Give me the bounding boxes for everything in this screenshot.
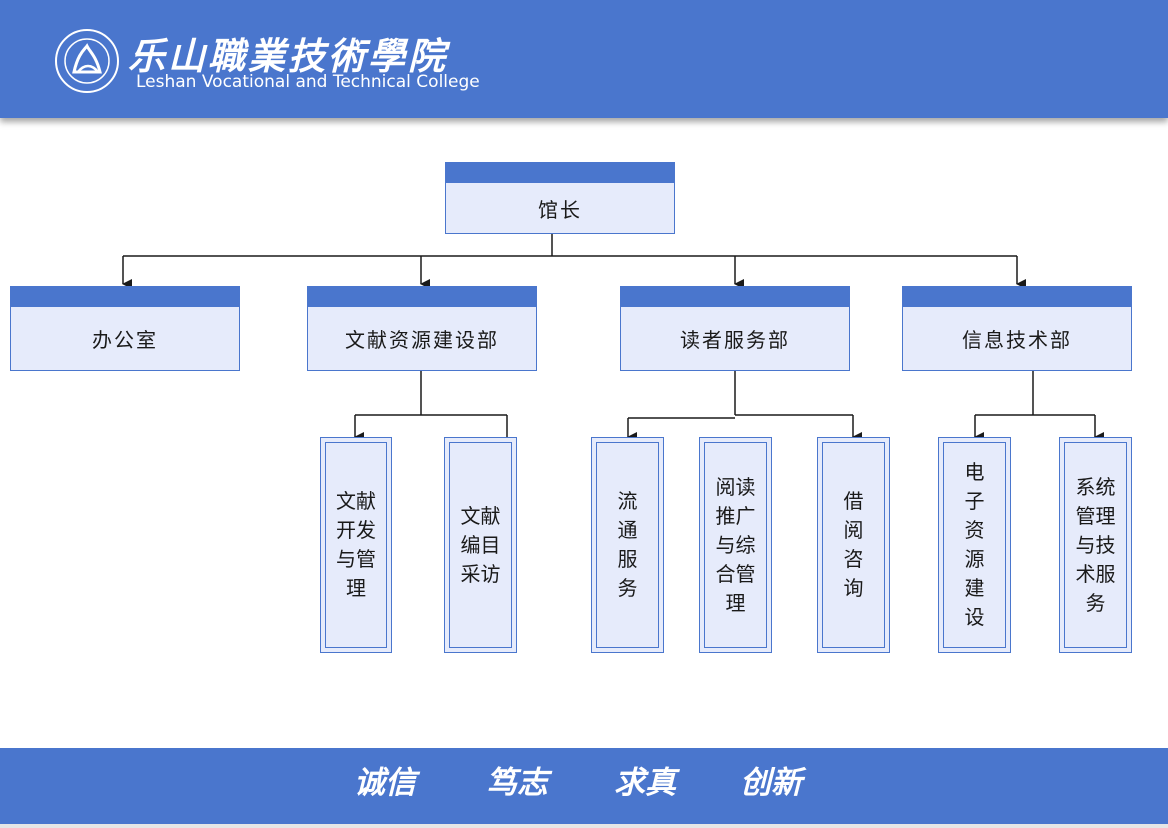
box-header-bar — [308, 287, 536, 307]
director-box: 馆长 — [445, 162, 675, 234]
department-label: 信息技术部 — [962, 328, 1072, 352]
unit-label: 借 阅 咨 询 — [843, 489, 864, 600]
college-emblem-icon — [55, 29, 119, 93]
box-header-bar — [903, 287, 1131, 307]
motto-item: 诚信 — [354, 765, 416, 801]
footer-banner: 诚信 笃志 求真 创新 — [0, 748, 1168, 828]
unit-box: 电 子 资 源 建 设 — [938, 437, 1011, 653]
college-name-chinese: 乐山職業技術學院 — [128, 34, 448, 78]
box-header-bar — [11, 287, 239, 307]
unit-label: 电 子 资 源 建 设 — [964, 460, 985, 629]
department-label: 文献资源建设部 — [345, 328, 499, 352]
department-box-it: 信息技术部 — [902, 286, 1132, 371]
unit-box: 文献 开发 与管 理 — [320, 437, 392, 653]
unit-box: 借 阅 咨 询 — [817, 437, 890, 653]
department-label: 读者服务部 — [680, 328, 790, 352]
college-name-english: Leshan Vocational and Technical College — [136, 72, 480, 92]
motto-item: 求真 — [614, 765, 676, 801]
unit-label: 文献 编目 采访 — [460, 503, 501, 586]
unit-box: 系统 管理 与技 术服 务 — [1059, 437, 1132, 653]
department-box-office: 办公室 — [10, 286, 240, 371]
unit-box: 流 通 服 务 — [591, 437, 664, 653]
unit-label: 阅读 推广 与综 合管 理 — [715, 474, 756, 615]
unit-label: 流 通 服 务 — [617, 489, 638, 600]
box-header-bar — [446, 163, 674, 183]
department-box-resources: 文献资源建设部 — [307, 286, 537, 371]
department-box-reader-services: 读者服务部 — [620, 286, 850, 371]
motto-item: 笃志 — [486, 765, 548, 801]
unit-label: 系统 管理 与技 术服 务 — [1075, 474, 1116, 615]
unit-box: 阅读 推广 与综 合管 理 — [699, 437, 772, 653]
department-label: 办公室 — [92, 328, 158, 352]
director-label: 馆长 — [538, 197, 582, 222]
box-header-bar — [621, 287, 849, 307]
unit-label: 文献 开发 与管 理 — [336, 489, 376, 600]
unit-box: 文献 编目 采访 — [444, 437, 517, 653]
header-banner: 乐山職業技術學院 Leshan Vocational and Technical… — [0, 0, 1168, 118]
motto-item: 创新 — [740, 765, 802, 801]
